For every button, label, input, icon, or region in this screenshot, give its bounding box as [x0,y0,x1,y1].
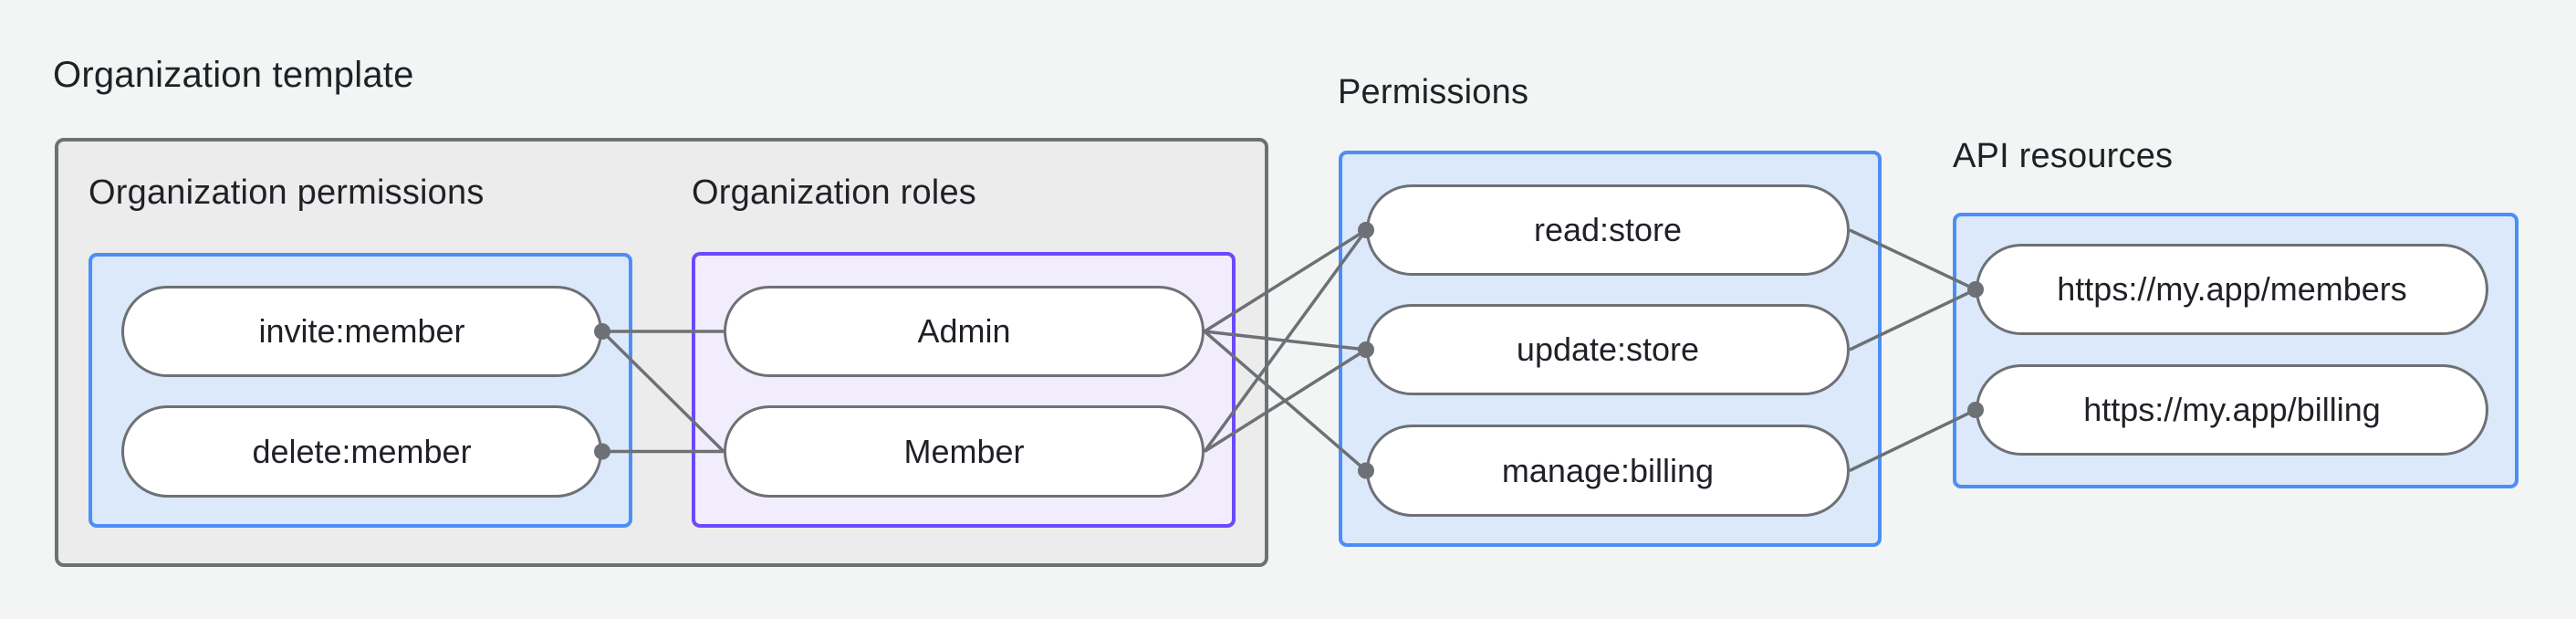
node-manage-billing: manage:billing [1366,425,1850,517]
group-label-permissions: Permissions [1338,73,1529,111]
node-admin-role: Admin [724,286,1205,377]
node-delete-member: delete:member [121,405,602,498]
node-api-billing: https://my.app/billing [1976,364,2488,456]
group-label-organization-permissions: Organization permissions [89,173,485,212]
node-read-store: read:store [1366,184,1850,276]
diagram-title: Organization template [53,55,414,95]
node-api-members: https://my.app/members [1976,244,2488,335]
group-label-organization-roles: Organization roles [692,173,976,212]
group-label-api-resources: API resources [1953,137,2174,175]
node-update-store: update:store [1366,304,1850,395]
node-member-role: Member [724,405,1205,498]
node-invite-member: invite:member [121,286,602,377]
